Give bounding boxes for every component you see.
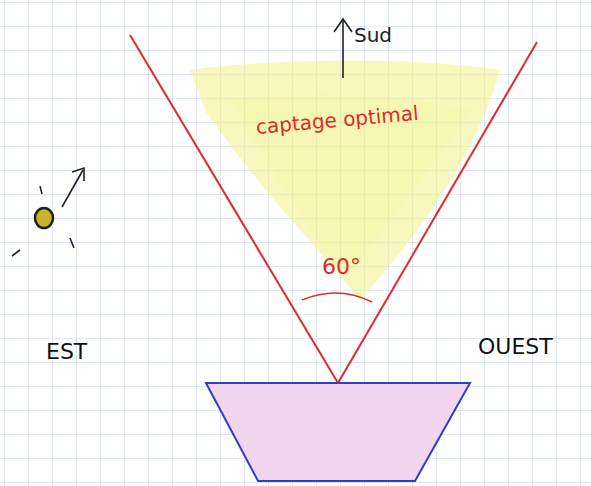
direction-label: Sud [354, 24, 392, 46]
yellow-shading [190, 61, 500, 300]
capture-limit-line [338, 42, 537, 383]
south-arrow [334, 19, 352, 78]
angle-label: 60° [322, 255, 361, 279]
capture-limit-line [130, 35, 338, 383]
direction-label: OUEST [478, 335, 553, 359]
angle-arc [302, 293, 372, 302]
planter-box [206, 383, 470, 481]
sun-symbol [12, 168, 84, 256]
direction-label: EST [46, 340, 87, 364]
